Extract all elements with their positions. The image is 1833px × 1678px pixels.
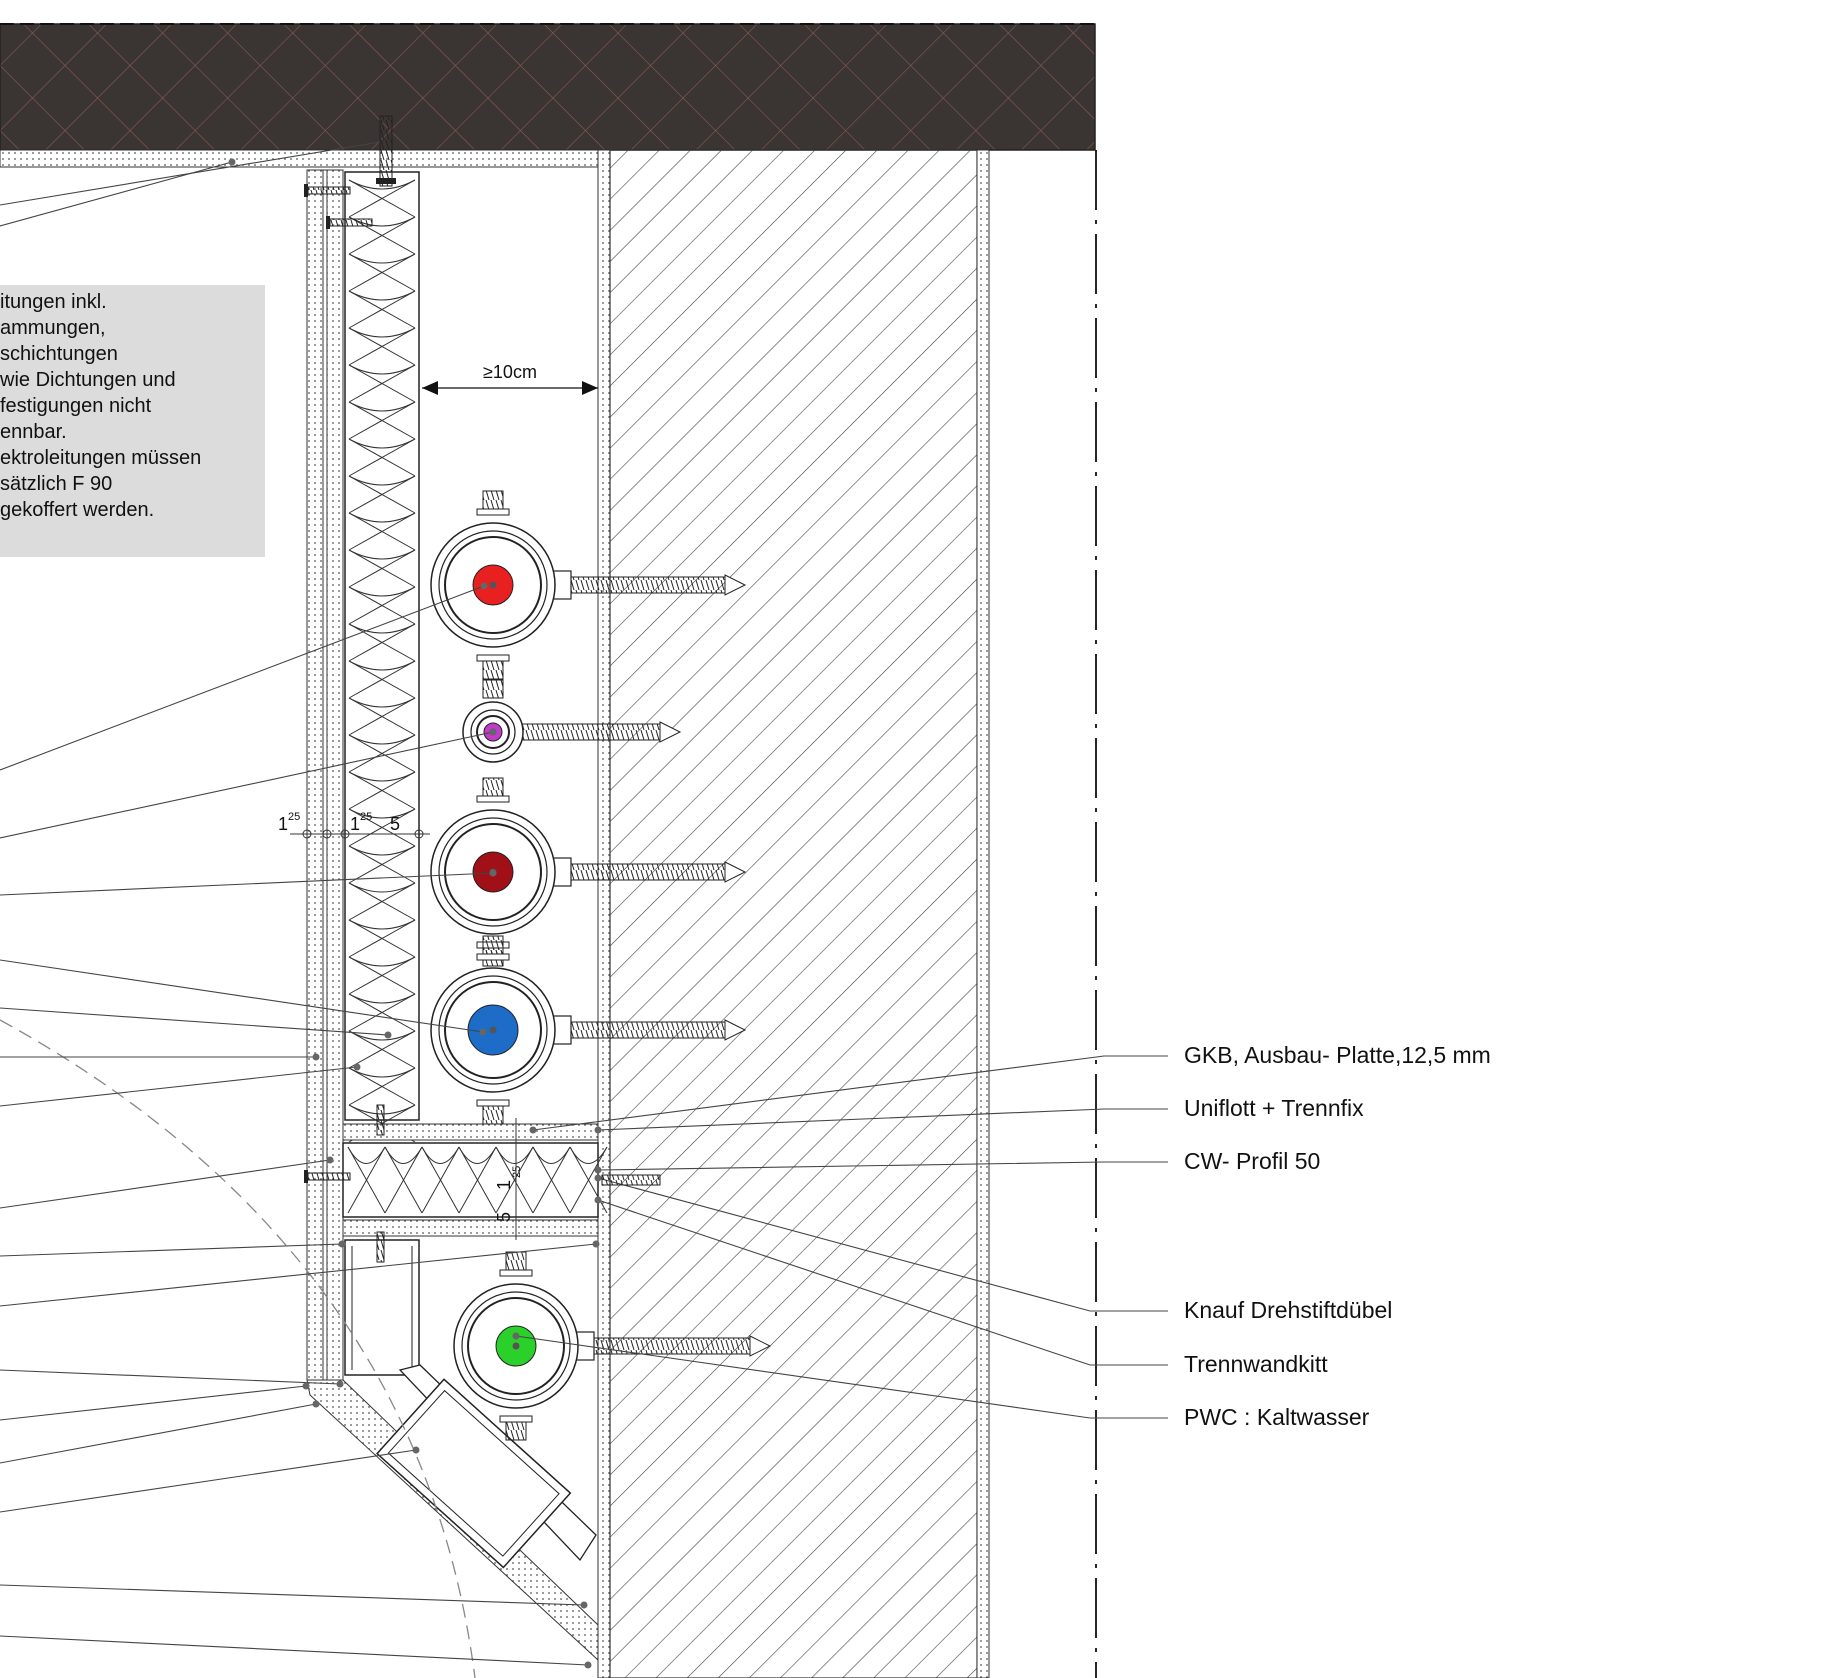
note-line: ektroleitungen müssen <box>0 447 202 469</box>
dim-box-a: 1 <box>494 1180 514 1190</box>
gkb-board-outer <box>306 169 324 1381</box>
label-pwc-kaltwasser: PWC : Kaltwasser <box>1184 1404 1370 1430</box>
clearance-dimension: ≥10cm <box>422 362 598 395</box>
note-line: festigungen nicht <box>0 395 152 417</box>
pipe-circulation <box>462 679 682 763</box>
ceiling-slab <box>0 23 1096 151</box>
note-line: schichtungen <box>0 343 118 365</box>
ceiling-plaster <box>0 149 599 168</box>
swing-arc <box>0 1019 476 1678</box>
board-screws <box>304 184 385 1263</box>
label-gkb-board: GKB, Ausbau- Platte,12,5 mm <box>1184 1042 1491 1068</box>
clearance-label: ≥10cm <box>483 362 537 382</box>
pipe-cold-upper <box>430 935 747 1125</box>
note-box: itungen inkl. ammungen, schichtungen wie… <box>0 285 265 557</box>
pipe-hot-return <box>430 777 747 967</box>
note-line: sätzlich F 90 <box>0 473 113 495</box>
layer-dimension: 1 25 1 25 5 1 25 5 <box>278 811 523 1240</box>
note-line: itungen inkl. <box>0 291 107 313</box>
ceiling-anchor <box>376 115 396 187</box>
board-horizontal-bottom <box>342 1219 599 1237</box>
note-line: wie Dichtungen und <box>0 369 176 391</box>
label-uniflott: Uniflott + Trennfix <box>1184 1095 1364 1121</box>
dim-box-b: 5 <box>494 1212 514 1222</box>
note-line: ennbar. <box>0 421 67 443</box>
label-trennwandkitt: Trennwandkitt <box>1184 1351 1328 1377</box>
dim-box-a-sup: 25 <box>511 1166 523 1178</box>
tilted-box <box>376 1378 572 1569</box>
note-line: gekoffert werden. <box>0 499 155 521</box>
leader-lines-left <box>0 141 597 1666</box>
note-line: ammungen, <box>0 317 106 339</box>
cw-profile-horizontal <box>342 1142 599 1218</box>
cw-profile-upper <box>344 171 420 1121</box>
label-cw-profile: CW- Profil 50 <box>1184 1148 1321 1174</box>
drehstift-anchor <box>601 1174 661 1186</box>
masonry-wall <box>609 149 978 1678</box>
wall-plaster-left <box>597 149 611 1678</box>
dim-layer-b: 1 <box>350 814 360 834</box>
leader-lines-right <box>515 1055 1168 1419</box>
pipe-cold-lower <box>453 1251 772 1441</box>
dim-layer-a-sup: 25 <box>288 811 300 823</box>
pipe-hot-supply <box>430 490 747 680</box>
dim-layer-a: 1 <box>278 814 288 834</box>
wall-plaster-right <box>976 149 990 1678</box>
gkb-board-inner <box>326 169 344 1381</box>
dim-layer-c: 5 <box>390 814 400 834</box>
label-drehstiftduebel: Knauf Drehstiftdübel <box>1184 1297 1393 1323</box>
dim-layer-b-sup: 25 <box>360 811 372 823</box>
